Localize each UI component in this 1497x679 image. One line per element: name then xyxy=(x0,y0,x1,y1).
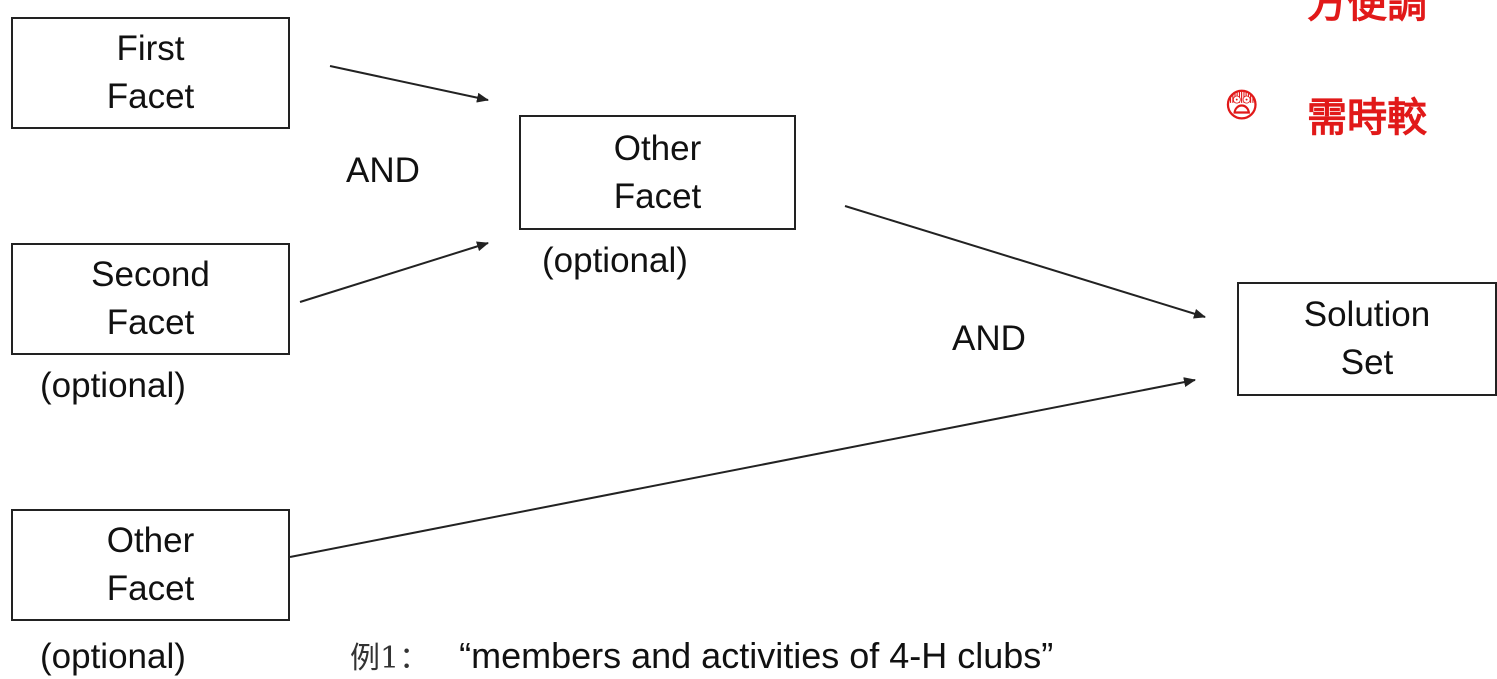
first-facet-line2: Facet xyxy=(106,77,195,116)
other-facet-mid-line2: Facet xyxy=(613,176,702,216)
second-facet-optional: (optional) xyxy=(40,366,186,405)
second-facet-box: Second Facet xyxy=(11,243,290,355)
arrow-bottom-to-solution xyxy=(289,377,1196,558)
side-text-line1: 方便調 xyxy=(1307,0,1427,27)
example-text: “members and activities of 4-H clubs” xyxy=(459,635,1054,676)
fearful-face-icon: 😨 xyxy=(1224,86,1260,126)
other-facet-mid-box: Other Facet xyxy=(519,115,796,230)
side-text-line2: 需時較 xyxy=(1307,95,1427,141)
first-facet-line1: First xyxy=(116,29,185,68)
arrow-other-to-solution xyxy=(844,205,1206,319)
other-facet-mid-line1: Other xyxy=(613,128,702,168)
solution-set-box: Solution Set xyxy=(1237,282,1497,396)
other-facet-bottom-line2: Facet xyxy=(106,569,195,608)
example-prefix: 例1： xyxy=(350,641,430,676)
arrow-second-to-other xyxy=(299,241,489,303)
second-facet-line1: Second xyxy=(91,255,210,294)
and-label-left: AND xyxy=(346,151,420,190)
example-caption: 例1： “members and activities of 4-H clubs” xyxy=(350,636,1053,679)
other-facet-bottom-optional: (optional) xyxy=(40,637,186,676)
and-label-right: AND xyxy=(952,319,1026,358)
arrow-first-to-other xyxy=(329,65,489,103)
other-facet-bottom-box: Other Facet xyxy=(11,509,290,621)
second-facet-line2: Facet xyxy=(106,303,195,342)
other-facet-bottom-line1: Other xyxy=(106,521,195,560)
other-facet-mid-optional: (optional) xyxy=(542,241,688,280)
solution-set-line2: Set xyxy=(1340,343,1394,382)
first-facet-box: First Facet xyxy=(11,17,290,129)
solution-set-line1: Solution xyxy=(1303,295,1431,334)
